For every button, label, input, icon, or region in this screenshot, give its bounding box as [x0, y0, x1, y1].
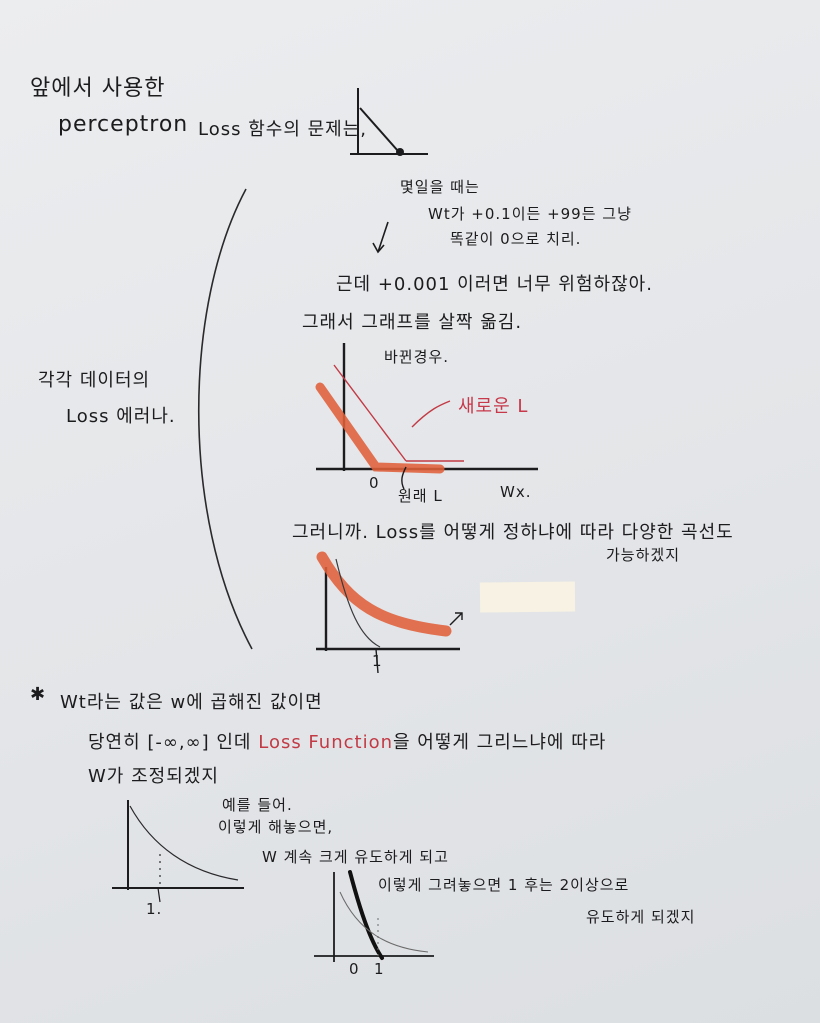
- note-wt-range: 당연히 [-∞,∞] 인데 Loss Function을 어떻게 그리느냐에 따…: [88, 728, 606, 754]
- graph2-x-label: Wx.: [500, 483, 532, 501]
- graph5-zero-label: 0: [349, 960, 360, 978]
- note-loss-problem: Loss 함수의 문제는,: [198, 119, 368, 140]
- curve-thin-line: [335, 558, 381, 648]
- note-w-adjusted: W가 조정되겠지: [88, 766, 219, 787]
- curve-arrow-icon: [449, 612, 463, 626]
- arrow-down-icon: [372, 221, 389, 254]
- old-loss-highlight: [315, 382, 445, 474]
- wt-range-prefix: 당연히 [-∞,∞] 인데: [88, 732, 252, 753]
- graph4-one-label: 1.: [146, 900, 163, 918]
- sketch-hinge-point: [396, 148, 404, 156]
- old-loss-label: 원래 L: [398, 487, 443, 505]
- note-changed-case: 바뀐경우.: [384, 348, 449, 366]
- sketch-loss-line: [359, 107, 399, 152]
- note-term-perceptron: perceptron: [58, 112, 189, 137]
- graph2-zero-label: 0: [369, 474, 380, 492]
- shifted-loss-graph: [315, 343, 538, 490]
- decay-curve-graph: [112, 800, 244, 903]
- note-but-risky: 근데 +0.001 이러면 너무 위험하잖아.: [336, 274, 653, 295]
- note-various-curves: 그러니까. Loss를 어떻게 정하냐에 따라 다양한 곡선도: [292, 522, 734, 543]
- graph3-one-label: 1: [372, 652, 383, 670]
- note-possible: 가능하겠지: [606, 546, 681, 564]
- note-wt-values: Wt가 +0.1이든 +99든 그냥: [428, 205, 632, 223]
- perceptron-loss-sketch: [350, 88, 428, 156]
- note-each-data: 각각 데이터의: [38, 370, 151, 391]
- loss-function-term: Loss Function: [258, 732, 393, 753]
- new-loss-label: 새로운 L: [458, 396, 529, 417]
- note-line-intro: 앞에서 사용한: [30, 76, 166, 101]
- note-example: 예를 들어.: [222, 796, 293, 814]
- note-induced: 유도하게 되겠지: [586, 908, 696, 926]
- new-loss-line: [333, 364, 407, 462]
- note-star-icon: ✱: [30, 684, 47, 705]
- steep-curve-graph: [314, 870, 434, 962]
- decay-curve: [129, 805, 239, 881]
- note-loss-error: Loss 에러나.: [66, 406, 176, 427]
- wt-range-suffix: 을 어떻게 그리느냐에 따라: [393, 732, 607, 753]
- note-if-set: 이렇게 해놓으면,: [218, 818, 334, 836]
- note-wt-multiplier: Wt라는 값은 w에 곱해진 값이면: [60, 692, 323, 713]
- note-all-zero: 똑같이 0으로 치리.: [450, 230, 582, 248]
- bracket-arc: [198, 188, 253, 650]
- note-keep-large: W 계속 크게 유도하게 되고: [262, 848, 449, 866]
- curve-highlight: [316, 551, 452, 637]
- tape-strip: [479, 581, 576, 613]
- old-loss-pointer: [401, 466, 407, 490]
- note-shift-graph: 그래서 그래프를 살짝 옮김.: [302, 312, 523, 333]
- new-loss-pointer: [411, 400, 451, 428]
- curved-loss-graph: [316, 551, 463, 674]
- note-if-drawn: 이렇게 그려놓으면 1 후는 2이상으로: [378, 876, 630, 894]
- steep-curve: [348, 870, 384, 960]
- graph5-one-label: 1: [374, 960, 385, 978]
- steep-curve-pencil: [339, 891, 429, 953]
- note-flat-when: 몇일을 때는: [400, 178, 480, 196]
